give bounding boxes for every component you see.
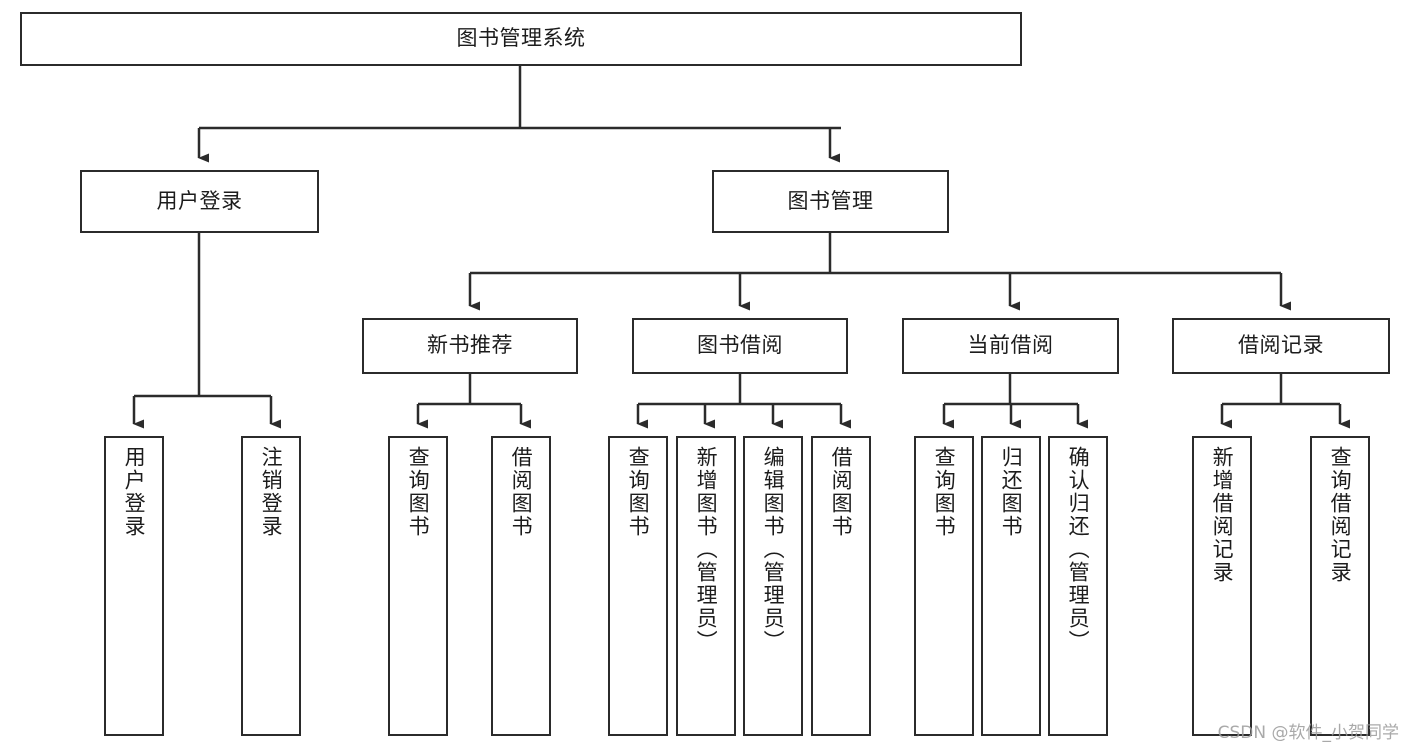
node-current-borrow-label: 当前借阅 xyxy=(967,333,1054,358)
node-book-management-label: 图书管理 xyxy=(787,188,874,213)
node-leaf-query-book-borrow-label: 查询图书 xyxy=(626,446,651,538)
node-leaf-borrow-book-recommend-label: 借阅图书 xyxy=(509,446,534,538)
node-leaf-edit-book-admin-label: 编辑图书（管理员） xyxy=(761,446,786,653)
node-leaf-return-book-label: 归还图书 xyxy=(999,446,1024,538)
node-leaf-confirm-return-admin-label: 确认归还（管理员） xyxy=(1066,446,1091,653)
node-current-borrow[interactable]: 当前借阅 xyxy=(902,318,1119,374)
node-leaf-query-book-borrow[interactable]: 查询图书 xyxy=(608,436,668,736)
node-root[interactable]: 图书管理系统 xyxy=(20,12,1022,66)
node-book-borrow[interactable]: 图书借阅 xyxy=(632,318,848,374)
node-leaf-query-book-recommend-label: 查询图书 xyxy=(406,446,431,538)
node-leaf-query-borrow-record-label: 查询借阅记录 xyxy=(1328,446,1353,584)
node-leaf-confirm-return-admin[interactable]: 确认归还（管理员） xyxy=(1048,436,1108,736)
watermark: CSDN @软件_小贺同学 xyxy=(1217,723,1399,743)
node-leaf-query-book-current[interactable]: 查询图书 xyxy=(914,436,974,736)
node-user-login[interactable]: 用户登录 xyxy=(80,170,319,233)
node-leaf-user-login[interactable]: 用户登录 xyxy=(104,436,164,736)
node-borrow-record-label: 借阅记录 xyxy=(1238,333,1324,358)
node-leaf-add-borrow-record-label: 新增借阅记录 xyxy=(1210,446,1235,584)
node-new-book-recommend[interactable]: 新书推荐 xyxy=(362,318,578,374)
node-leaf-edit-book-admin[interactable]: 编辑图书（管理员） xyxy=(743,436,803,736)
node-leaf-add-book-admin-label: 新增图书（管理员） xyxy=(694,446,719,653)
node-borrow-record[interactable]: 借阅记录 xyxy=(1172,318,1390,374)
node-user-login-label: 用户登录 xyxy=(156,188,243,213)
node-leaf-query-book-current-label: 查询图书 xyxy=(932,446,957,538)
node-leaf-borrow-book[interactable]: 借阅图书 xyxy=(811,436,871,736)
node-leaf-query-borrow-record[interactable]: 查询借阅记录 xyxy=(1310,436,1370,736)
node-root-label: 图书管理系统 xyxy=(456,26,586,51)
node-leaf-logout-label: 注销登录 xyxy=(259,446,284,538)
node-leaf-borrow-book-label: 借阅图书 xyxy=(829,446,854,538)
node-leaf-query-book-recommend[interactable]: 查询图书 xyxy=(388,436,448,736)
node-book-borrow-label: 图书借阅 xyxy=(697,333,783,358)
node-leaf-add-borrow-record[interactable]: 新增借阅记录 xyxy=(1192,436,1252,736)
node-leaf-logout[interactable]: 注销登录 xyxy=(241,436,301,736)
node-leaf-borrow-book-recommend[interactable]: 借阅图书 xyxy=(491,436,551,736)
node-book-management[interactable]: 图书管理 xyxy=(712,170,949,233)
node-new-book-recommend-label: 新书推荐 xyxy=(427,333,513,358)
node-leaf-user-login-label: 用户登录 xyxy=(122,446,147,538)
node-leaf-return-book[interactable]: 归还图书 xyxy=(981,436,1041,736)
node-leaf-add-book-admin[interactable]: 新增图书（管理员） xyxy=(676,436,736,736)
